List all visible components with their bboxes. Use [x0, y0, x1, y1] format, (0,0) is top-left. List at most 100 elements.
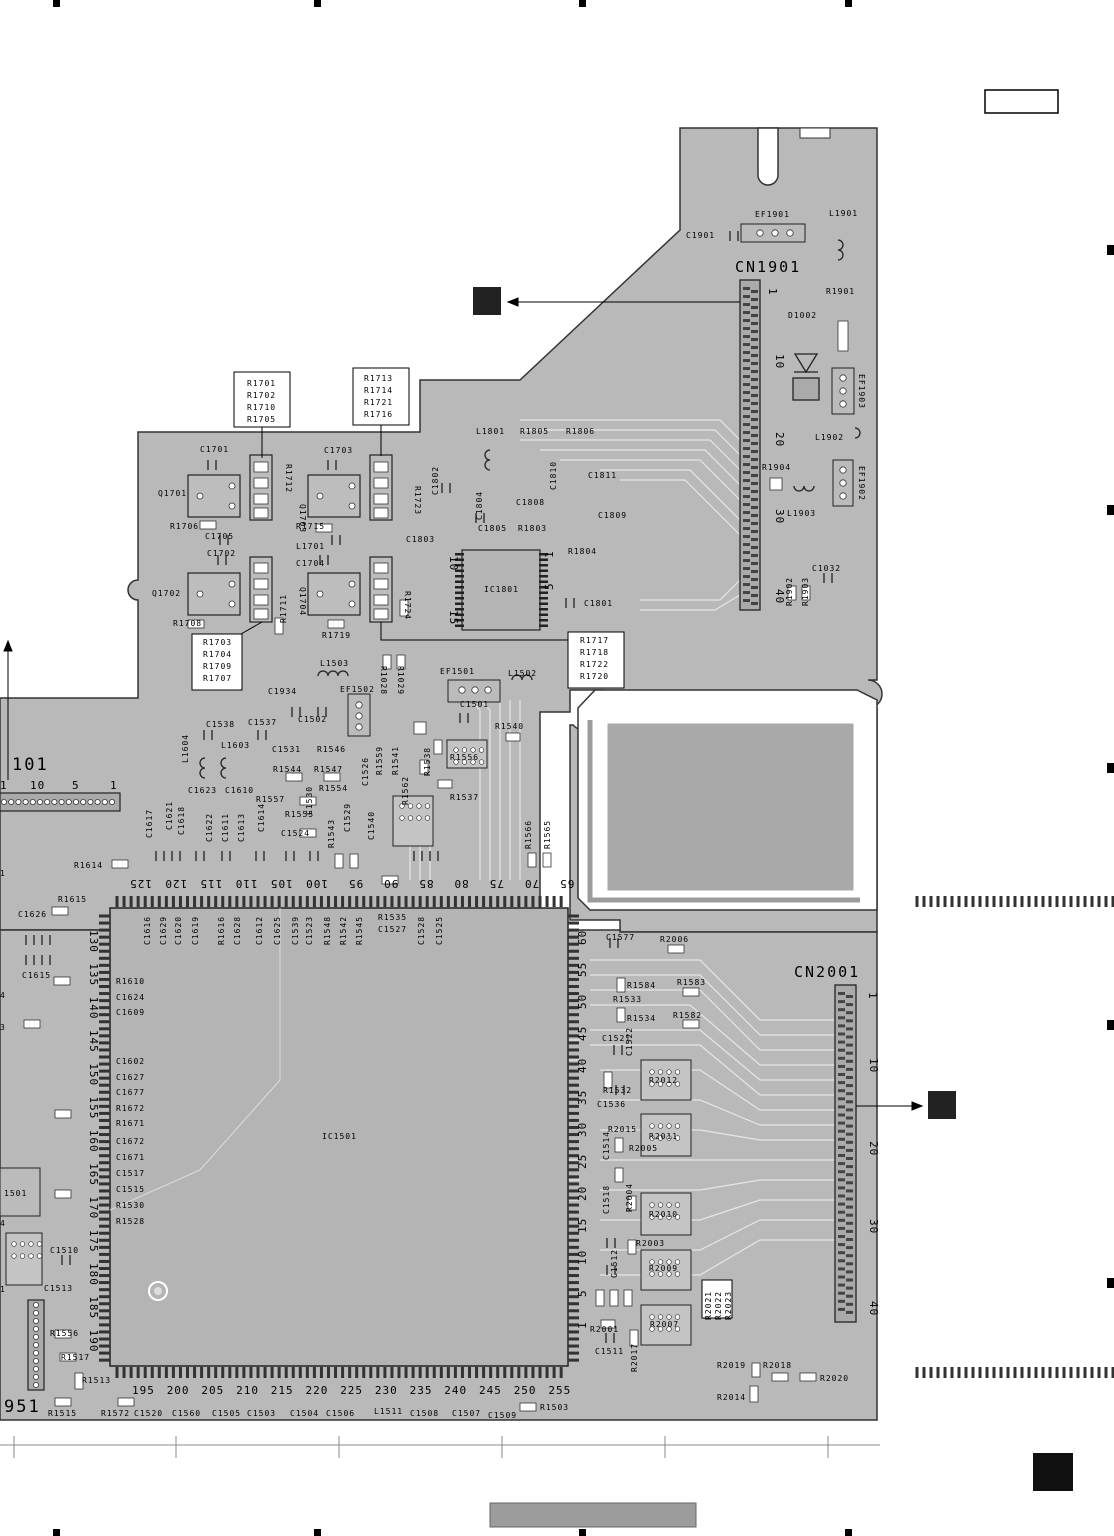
connector-pin — [838, 1145, 845, 1149]
ic-pin — [99, 1069, 110, 1073]
array-via — [674, 1259, 681, 1265]
connector-pin — [73, 799, 80, 806]
connector-pin — [838, 1064, 845, 1068]
ic-pin — [552, 1367, 556, 1378]
ic-pin — [539, 619, 548, 622]
ic-pin — [193, 896, 197, 907]
connector-pin — [751, 394, 758, 397]
smd-pad — [23, 1019, 41, 1029]
connector-pin — [751, 482, 758, 485]
ic-pin — [397, 1367, 401, 1378]
ic-pin — [568, 1344, 579, 1348]
ic-pin — [539, 558, 548, 561]
cn1101-pins — [1, 799, 116, 806]
connector-pin — [751, 538, 758, 541]
ic-pin — [559, 1367, 563, 1378]
ic-pin — [568, 1358, 579, 1362]
ic-pin — [178, 896, 182, 907]
part-ref-label: C1629 — [159, 916, 168, 945]
connector-pin — [846, 1003, 853, 1007]
part-ref-label: R1583 — [677, 978, 706, 987]
array-via — [674, 1314, 681, 1320]
ic-pin-number: 10 — [576, 1250, 589, 1265]
connector-pin — [751, 298, 758, 301]
part-ref-label: R1616 — [217, 916, 226, 945]
smd-pad — [53, 976, 71, 986]
array-via — [424, 803, 431, 809]
ic1801-ref: IC1801 — [484, 585, 519, 594]
ic-pin-number: 145 — [87, 1030, 100, 1053]
part-ref-label: D1002 — [788, 311, 817, 320]
ic-pin — [99, 1090, 110, 1094]
part-ref-label: C1702 — [207, 549, 236, 558]
ic-pin — [455, 597, 464, 600]
part-ref-label: R1706 — [170, 522, 199, 531]
part-ref-label: R2014 — [717, 1393, 746, 1402]
array-via — [666, 1271, 672, 1277]
ic-pin — [411, 896, 415, 907]
cn1901-pin-label: 10 — [773, 354, 786, 369]
part-ref-label: Q1704 — [298, 587, 307, 616]
ic-pin — [568, 935, 579, 939]
part-ref-label: C1506 — [326, 1409, 355, 1418]
ic-pin — [957, 896, 961, 907]
array-via — [461, 747, 468, 753]
connector-pin — [743, 375, 750, 378]
ic-pin — [186, 1367, 189, 1378]
ic-pin — [397, 896, 401, 907]
connector-pin — [838, 1032, 845, 1036]
ic-pin-number: 225 — [340, 1384, 363, 1397]
ic-pin — [115, 896, 119, 907]
part-ref-label: R2012 — [649, 1076, 678, 1085]
part-ref-label: L1604 — [181, 734, 190, 763]
part-ref-label: C1628 — [233, 916, 242, 945]
part-ref-label: C1620 — [174, 916, 183, 945]
part-ref-label: R1546 — [317, 745, 346, 754]
ic-pin-number: 185 — [87, 1296, 100, 1319]
connector-pin — [743, 551, 750, 554]
ic-pin — [1069, 896, 1073, 907]
connector-pin — [846, 1189, 853, 1193]
connector-pin — [846, 1238, 853, 1241]
ic-pin — [922, 1367, 926, 1378]
part-ref-label: C1615 — [22, 971, 51, 980]
ic-pin — [568, 1267, 579, 1270]
connector-pin — [751, 466, 758, 469]
ic-pin — [1090, 896, 1094, 907]
ic-pin — [985, 1367, 989, 1378]
part-ref-label: R1610 — [116, 977, 145, 986]
traces-upper — [409, 419, 741, 880]
ic-pin — [568, 1083, 579, 1087]
ic-pin — [446, 1367, 450, 1378]
connector-pin — [743, 495, 750, 498]
cn1901-pin-label: 20 — [773, 432, 786, 447]
part-ref-label: C1614 — [257, 803, 266, 832]
connector-pin — [743, 463, 750, 466]
ic-pin — [568, 1090, 579, 1094]
connector-pin — [22, 799, 29, 806]
part-ref-label: R2020 — [820, 1374, 849, 1383]
part-ref-label: L1901 — [829, 209, 858, 218]
connector-pin — [838, 1000, 845, 1004]
ic-pin — [99, 1189, 110, 1193]
ic-pin — [568, 1224, 579, 1228]
ic-pin — [455, 569, 464, 572]
connector-pin — [743, 439, 750, 442]
part-ref-label: R1614 — [74, 861, 103, 870]
array-via — [649, 1135, 655, 1141]
ic-pin — [221, 896, 225, 907]
part-ref-label: C1560 — [172, 1409, 201, 1418]
part-ref-label: R1671 — [116, 1119, 145, 1128]
ic-pin — [362, 1367, 366, 1378]
ic-pin — [348, 1367, 352, 1378]
connector-pin — [743, 543, 750, 546]
smd-pad — [413, 721, 427, 735]
part-ref-label: R1901 — [826, 287, 855, 296]
ic-pin — [568, 1252, 579, 1256]
part-ref-label: R2009 — [649, 1264, 678, 1273]
connector-pin — [751, 418, 758, 421]
connector-pin — [743, 423, 750, 426]
ic-pin — [568, 963, 579, 967]
ic-pin — [99, 1062, 110, 1066]
array-via — [666, 1123, 672, 1129]
